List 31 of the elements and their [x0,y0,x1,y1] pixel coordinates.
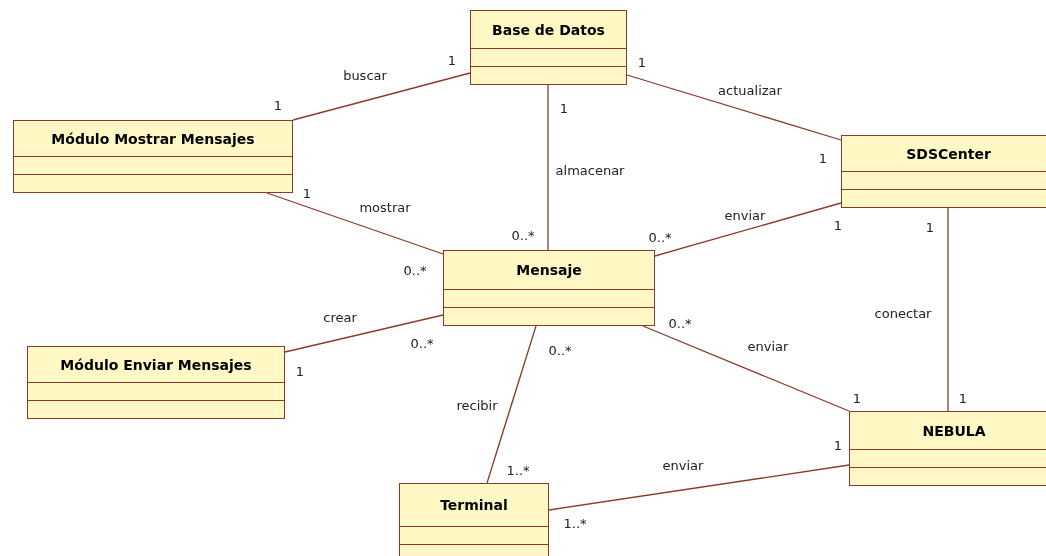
class-name: SDSCenter [906,145,991,162]
class-box [849,411,1046,486]
association-line [547,84,549,251]
edge-label: enviar [661,457,705,473]
edge-label: enviar [746,338,790,354]
class-box [841,135,1046,208]
association-line [548,464,850,511]
edge-label: actualizar [717,82,783,98]
class-box [399,483,549,556]
association-line [486,325,537,484]
association-line [654,202,842,257]
edge-label: almacenar [554,162,626,178]
association-line [292,72,471,121]
class-name: Módulo Mostrar Mensajes [51,130,255,147]
association-line [284,314,444,353]
class-name: NEBULA [922,422,986,439]
class-box [470,10,627,85]
association-line [266,192,444,255]
class-name: Base de Datos [492,21,605,38]
association-line [947,207,949,412]
class-name: Módulo Enviar Mensajes [60,356,252,373]
class-box [27,346,285,419]
association-line [642,325,850,412]
class-name: Mensaje [516,262,582,278]
association-line [626,74,842,141]
class-name: Terminal [440,497,508,513]
edge-label: recibir [455,397,499,413]
edge-label: enviar [723,207,767,223]
class-box [13,120,293,193]
edge-label: buscar [342,67,388,83]
class-box [443,250,655,326]
